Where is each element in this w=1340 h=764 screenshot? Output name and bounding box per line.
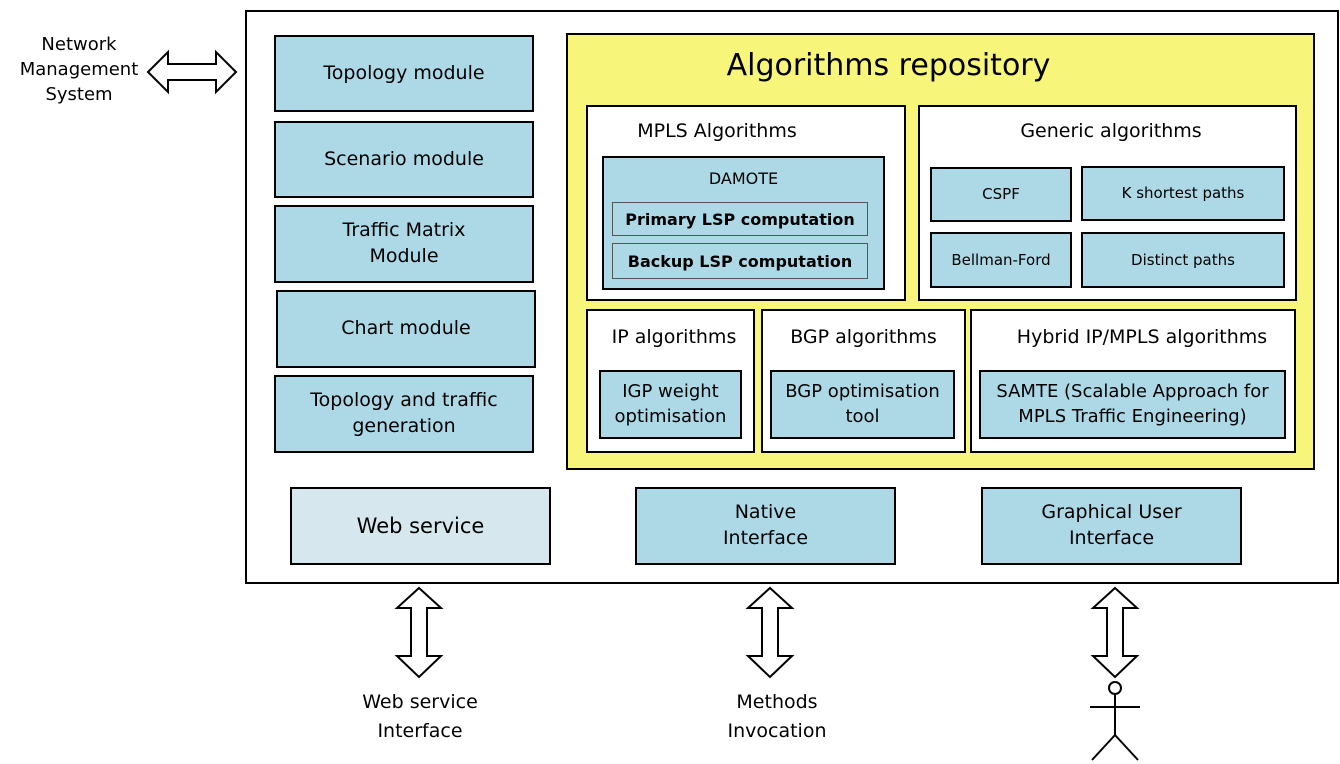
samte-box[interactable]: SAMTE (Scalable Approach for MPLS Traffi… <box>979 370 1286 439</box>
native-interface-box[interactable]: Native Interface <box>635 487 896 565</box>
web-service-label: Web service <box>356 513 485 538</box>
user-double-arrow-icon <box>1090 586 1140 679</box>
methods-invocation-double-arrow-icon <box>745 586 795 679</box>
mpls-algorithms-title: MPLS Algorithms <box>637 120 797 142</box>
scenario-module-label: Scenario module <box>324 147 484 170</box>
traffic-matrix-module[interactable]: Traffic Matrix Module <box>274 205 534 283</box>
algorithms-repository-title: Algorithms repository <box>726 48 1051 83</box>
generic-algorithms-title: Generic algorithms <box>1020 120 1202 142</box>
web-service-box[interactable]: Web service <box>290 487 551 565</box>
native-interface-label: Native Interface <box>722 501 809 549</box>
topology-module[interactable]: Topology module <box>274 35 534 112</box>
web-service-interface-label: Web service Interface <box>362 691 478 743</box>
graphical-user-interface-label: Graphical User Interface <box>1041 501 1182 549</box>
network-management-double-arrow-icon <box>146 49 238 95</box>
k-shortest-paths-label: K shortest paths <box>1121 184 1245 203</box>
scenario-module[interactable]: Scenario module <box>274 121 534 198</box>
methods-invocation-label: Methods Invocation <box>727 691 827 743</box>
topology-traffic-generation-module[interactable]: Topology and traffic generation <box>274 375 534 453</box>
primary-lsp-label: Primary LSP computation <box>625 209 855 229</box>
topology-module-label: Topology module <box>323 61 485 84</box>
cspf-label: CSPF <box>982 185 1020 204</box>
damote-box[interactable] <box>602 156 885 290</box>
hybrid-algorithms-title: Hybrid IP/MPLS algorithms <box>1016 326 1268 348</box>
igp-weight-optimisation-label: IGP weight optimisation <box>614 381 727 427</box>
bellman-ford-label: Bellman-Ford <box>951 250 1051 269</box>
distinct-paths-box[interactable]: Distinct paths <box>1081 232 1285 288</box>
distinct-paths-label: Distinct paths <box>1131 250 1235 269</box>
damote-label: DAMOTE <box>708 169 779 188</box>
k-shortest-paths-box[interactable]: K shortest paths <box>1081 166 1285 221</box>
network-management-label: Network Management System <box>19 34 139 106</box>
samte-label: SAMTE (Scalable Approach for MPLS Traffi… <box>996 381 1269 427</box>
igp-weight-optimisation-box[interactable]: IGP weight optimisation <box>599 370 742 439</box>
bgp-optimisation-tool-label: BGP optimisation tool <box>785 381 940 427</box>
user-stick-figure-icon <box>1090 681 1140 761</box>
ip-algorithms-title: IP algorithms <box>611 326 737 348</box>
bellman-ford-box[interactable]: Bellman-Ford <box>930 232 1072 288</box>
graphical-user-interface-box[interactable]: Graphical User Interface <box>981 487 1242 565</box>
topology-traffic-generation-label: Topology and traffic generation <box>310 389 498 437</box>
primary-lsp-computation[interactable]: Primary LSP computation <box>612 202 868 236</box>
web-service-double-arrow-icon <box>394 586 444 679</box>
backup-lsp-computation[interactable]: Backup LSP computation <box>612 243 868 279</box>
chart-module[interactable]: Chart module <box>276 290 536 368</box>
bgp-algorithms-title: BGP algorithms <box>790 326 937 348</box>
traffic-matrix-module-label: Traffic Matrix Module <box>342 219 466 267</box>
cspf-box[interactable]: CSPF <box>930 167 1072 222</box>
chart-module-label: Chart module <box>341 317 471 340</box>
backup-lsp-label: Backup LSP computation <box>627 251 853 271</box>
bgp-optimisation-tool-box[interactable]: BGP optimisation tool <box>770 370 955 439</box>
